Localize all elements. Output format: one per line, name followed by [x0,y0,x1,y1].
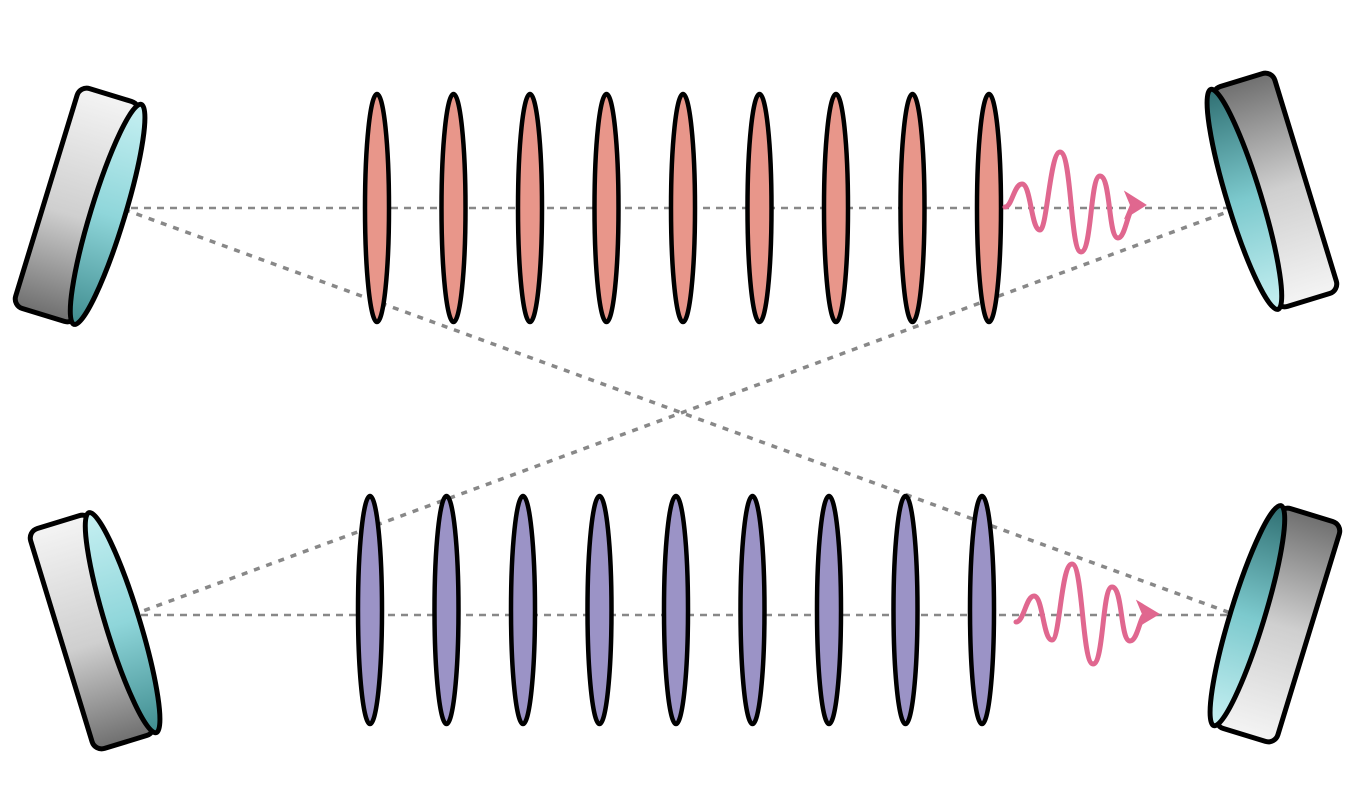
lens-icon [738,493,767,727]
lens-icon [891,493,920,727]
lens-icon [592,91,621,325]
lens-icon [898,91,927,325]
lens-icon [439,91,468,325]
cross-beam-up [131,206,1239,617]
top-right-mirror-icon [1204,70,1340,312]
bottom-left-mirror-icon [27,510,163,752]
lens-icon [661,493,691,727]
upper-lens-array [362,91,1004,325]
lens-icon [814,493,844,727]
lower-photon-wave-icon [1013,561,1160,667]
lens-icon [974,91,1004,325]
lens-icon [508,493,538,727]
lens-icon [821,91,851,325]
upper-photon-wave-icon [1002,149,1147,255]
lens-icon [745,91,774,325]
lens-icon [668,91,698,325]
lens-icon [585,493,614,727]
lower-lens-array [355,493,997,727]
bottom-right-mirror-icon [1207,503,1343,745]
lens-icon [515,91,545,325]
lens-icon [967,493,997,727]
lens-icon [355,493,385,727]
cross-beam-down [111,203,1237,617]
lens-icon [432,493,461,727]
top-left-mirror-icon [12,85,148,327]
lens-icon [362,91,392,325]
